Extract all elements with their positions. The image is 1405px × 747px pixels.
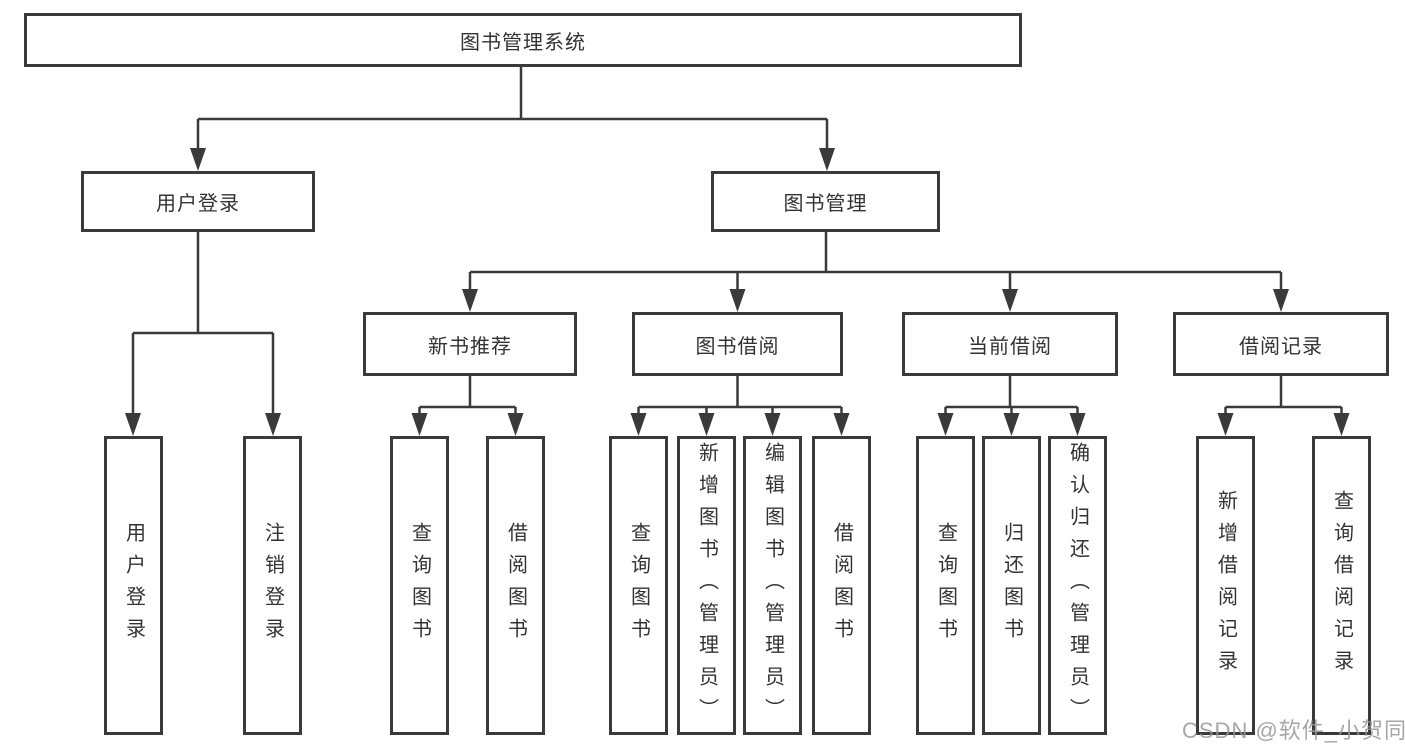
leaf-borrowing-query-books: 查询图书 xyxy=(609,436,668,735)
node-borrowing-records: 借阅记录 xyxy=(1173,312,1389,376)
node-label: 查询图书 xyxy=(408,521,431,650)
node-label: 查询图书 xyxy=(934,521,957,650)
node-label: 查询借阅记录 xyxy=(1330,489,1353,682)
node-book-borrowing: 图书借阅 xyxy=(632,312,843,376)
node-label: 确认归还（管理员） xyxy=(1066,441,1089,730)
leaf-records-query-record: 查询借阅记录 xyxy=(1312,436,1371,735)
node-label: 借阅图书 xyxy=(504,521,527,650)
node-label: 注销登录 xyxy=(261,521,284,650)
node-book-management: 图书管理 xyxy=(711,171,940,232)
node-label: 新书推荐 xyxy=(428,335,512,358)
node-label: 借阅图书 xyxy=(830,521,853,650)
leaf-user-login: 用户登录 xyxy=(104,436,163,735)
node-label: 图书管理系统 xyxy=(460,31,586,54)
leaf-newbook-borrow-books: 借阅图书 xyxy=(486,436,545,735)
node-label: 当前借阅 xyxy=(968,335,1052,358)
node-label: 归还图书 xyxy=(1000,521,1023,650)
leaf-newbook-query-books: 查询图书 xyxy=(390,436,449,735)
node-label: 新增借阅记录 xyxy=(1214,489,1237,682)
node-label: 用户登录 xyxy=(122,521,145,650)
node-label: 借阅记录 xyxy=(1239,335,1323,358)
node-current-borrowing: 当前借阅 xyxy=(902,312,1118,376)
node-label: 图书管理 xyxy=(783,193,868,215)
node-label: 查询图书 xyxy=(627,521,650,650)
node-label: 编辑图书（管理员） xyxy=(761,441,784,730)
leaf-current-confirm-return-admin: 确认归还（管理员） xyxy=(1048,436,1107,735)
node-new-book-recommendation: 新书推荐 xyxy=(363,312,577,376)
node-label: 用户登录 xyxy=(156,193,240,215)
leaf-current-query-books: 查询图书 xyxy=(916,436,975,735)
node-user-login: 用户登录 xyxy=(81,171,315,232)
leaf-borrowing-borrow-books: 借阅图书 xyxy=(812,436,871,735)
leaf-borrowing-add-books-admin: 新增图书（管理员） xyxy=(677,436,736,735)
leaf-borrowing-edit-books-admin: 编辑图书（管理员） xyxy=(743,436,802,735)
csdn-watermark: CSDN @软件_小贺同学 xyxy=(1182,718,1405,743)
leaf-current-return-books: 归还图书 xyxy=(982,436,1041,735)
node-label: 图书借阅 xyxy=(695,335,780,358)
leaf-logout: 注销登录 xyxy=(243,436,302,735)
leaf-records-add-record: 新增借阅记录 xyxy=(1196,436,1255,735)
node-label: 新增图书（管理员） xyxy=(695,441,718,730)
node-root-library-system: 图书管理系统 xyxy=(24,13,1022,67)
